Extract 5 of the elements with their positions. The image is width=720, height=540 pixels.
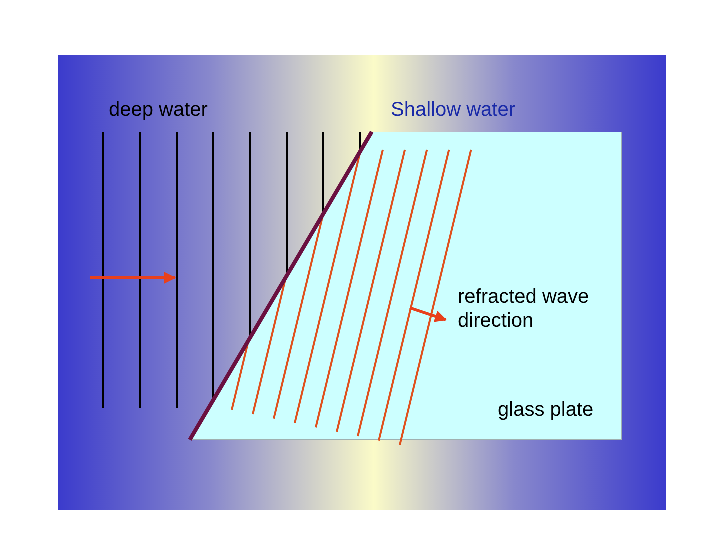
region-label: deep water	[109, 98, 208, 122]
glass-plate	[190, 132, 622, 442]
region-label: Shallow water	[391, 98, 516, 122]
annotation-text: refracted wave direction	[458, 285, 590, 333]
plate-label: glass plate	[498, 398, 594, 422]
